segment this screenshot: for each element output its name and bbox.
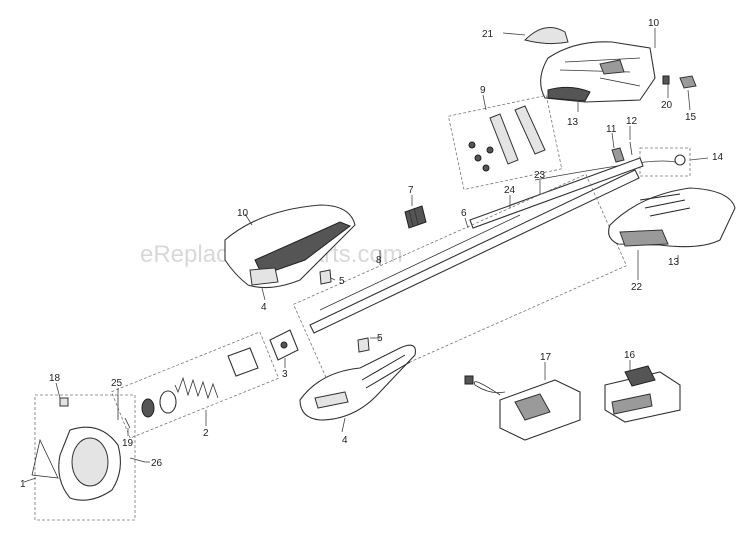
callout-4-upper: 4 (261, 302, 267, 313)
callout-2: 2 (203, 428, 209, 439)
part-4-front-handle (224, 204, 356, 289)
part-5-clip-lower (357, 337, 370, 353)
part-9-clips (447, 94, 563, 191)
leader-lines (23, 28, 709, 483)
callout-13-top: 13 (567, 117, 579, 128)
part-11-connector (611, 147, 625, 163)
callout-4-lower: 4 (342, 435, 348, 446)
callout-19: 19 (122, 438, 134, 449)
part-2-motor-assembly (110, 331, 280, 439)
callout-22: 22 (631, 282, 643, 293)
callout-6: 6 (461, 208, 467, 219)
callout-23: 23 (534, 170, 546, 181)
part-20-clip (662, 75, 670, 85)
callout-24: 24 (504, 185, 516, 196)
callout-21: 21 (482, 29, 494, 40)
callout-26: 26 (151, 458, 163, 469)
callout-9: 9 (480, 85, 486, 96)
callout-10-left: 10 (237, 208, 249, 219)
callout-7: 7 (408, 185, 414, 196)
callout-16: 16 (624, 350, 636, 361)
callout-5-lower: 5 (377, 333, 383, 344)
callout-25: 25 (111, 378, 123, 389)
callout-14: 14 (712, 152, 724, 163)
callout-15: 15 (685, 112, 697, 123)
callout-12: 12 (626, 116, 638, 127)
part-15-switch (679, 75, 697, 89)
callout-11: 11 (606, 124, 617, 135)
callout-13-right: 13 (668, 257, 680, 268)
part-13-rear-housing-top (540, 41, 656, 103)
callout-5-upper: 5 (339, 276, 345, 287)
part-6-8-shaft (292, 169, 640, 397)
callout-labels: 1 2 3 4 4 5 5 6 7 8 9 10 10 11 12 13 13 … (20, 18, 724, 490)
part-1-spool-housing (31, 394, 136, 521)
part-16-battery (604, 365, 681, 423)
callout-17: 17 (540, 352, 552, 363)
part-19-spring (124, 417, 131, 429)
part-4-guard (299, 344, 416, 421)
part-5-clip-upper (319, 269, 332, 285)
part-12-pin (629, 141, 633, 156)
callout-20: 20 (661, 100, 673, 111)
callout-3: 3 (282, 369, 288, 380)
part-18-cap (59, 397, 69, 407)
callout-8: 8 (376, 255, 382, 266)
part-21-cap (524, 27, 569, 45)
part-13-handle-housing (608, 187, 736, 248)
part-17-charger (464, 375, 581, 441)
part-26-line (129, 457, 146, 463)
callout-10-top: 10 (648, 18, 660, 29)
callout-18: 18 (49, 373, 61, 384)
part-3-coupler (269, 329, 299, 361)
part-7-knob (404, 205, 427, 229)
callout-1: 1 (20, 479, 26, 490)
